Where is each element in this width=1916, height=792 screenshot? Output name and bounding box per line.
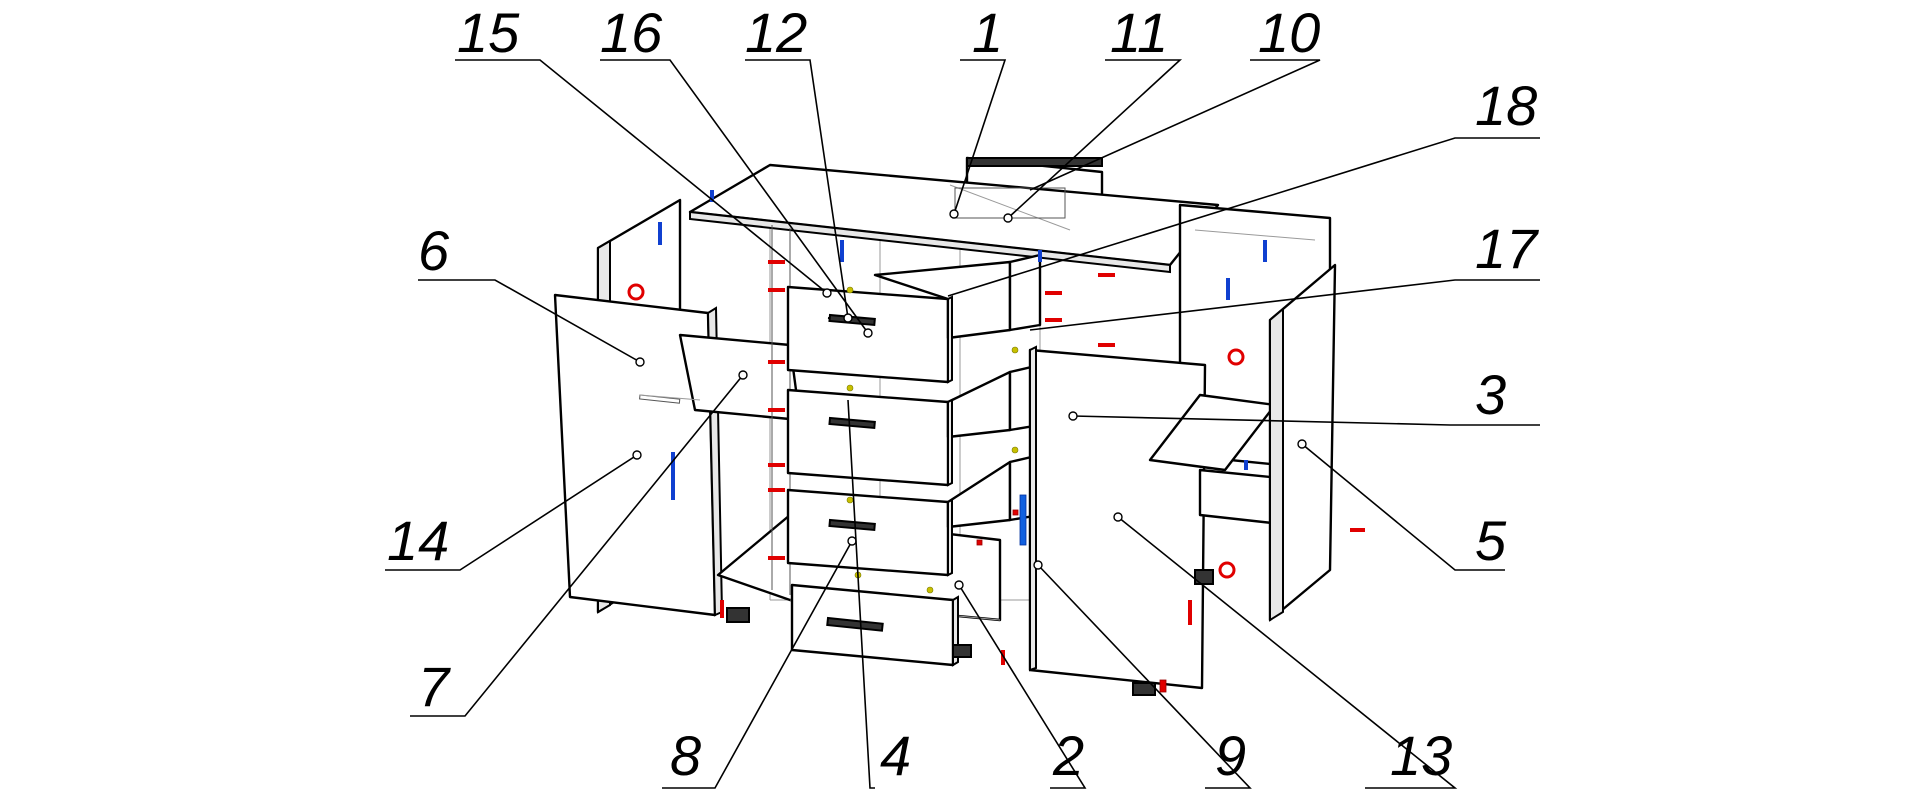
drawer-3 <box>786 453 1042 577</box>
callout-10: 10 <box>1258 1 1320 64</box>
callout-3: 3 <box>1475 363 1506 426</box>
callout-9: 9 <box>1215 724 1246 787</box>
callout-2: 2 <box>1052 724 1084 787</box>
leader-lines <box>385 59 1540 789</box>
callout-16: 16 <box>600 1 663 64</box>
right-door <box>1019 345 1207 690</box>
callout-14: 14 <box>387 509 449 572</box>
callout-7: 7 <box>418 655 451 718</box>
callout-13: 13 <box>1390 724 1452 787</box>
red-fittings <box>627 260 1365 693</box>
callout-8: 8 <box>670 724 701 787</box>
callout-15: 15 <box>457 1 520 64</box>
callout-18: 18 <box>1475 74 1537 137</box>
callout-17: 17 <box>1475 217 1539 280</box>
callout-6: 6 <box>418 219 450 282</box>
feet <box>726 569 1214 696</box>
drawer-2 <box>786 363 1042 487</box>
callout-4: 4 <box>880 724 911 787</box>
callout-12: 12 <box>745 1 807 64</box>
callout-11: 11 <box>1110 1 1168 64</box>
yellow-dowels <box>846 286 1019 594</box>
callout-labels: 15 16 12 1 11 10 18 17 6 3 14 5 7 8 4 2 … <box>387 1 1539 787</box>
callout-5: 5 <box>1475 509 1507 572</box>
callout-1: 1 <box>972 1 1003 64</box>
drawer-4 <box>790 583 959 667</box>
